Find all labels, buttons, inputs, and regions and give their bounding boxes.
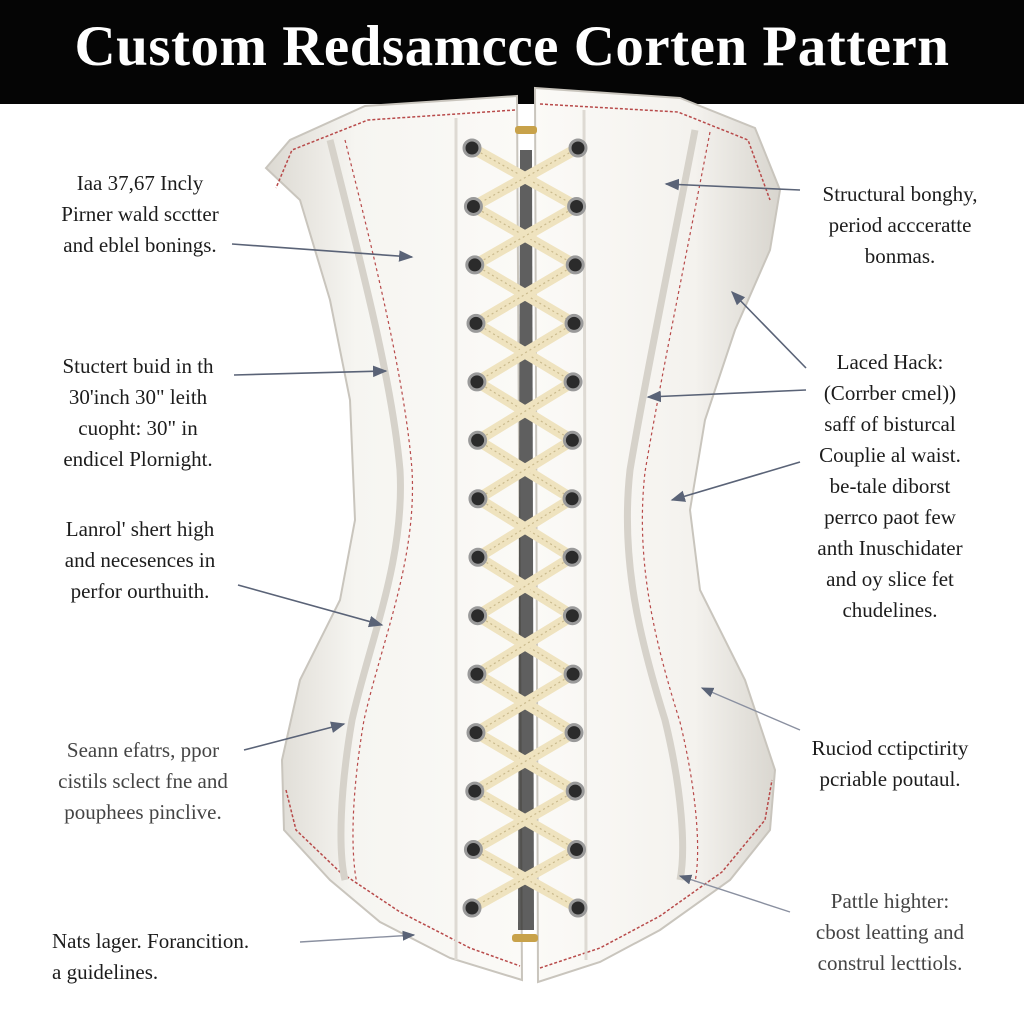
grommet bbox=[562, 430, 582, 450]
boning-seam-left bbox=[344, 139, 414, 885]
lacing-strand bbox=[467, 142, 584, 212]
arrow-hip-height bbox=[237, 584, 384, 628]
lacing-strand-texture bbox=[477, 498, 573, 558]
grommet bbox=[463, 196, 483, 216]
grommet bbox=[564, 313, 584, 333]
lacing-strand-texture bbox=[474, 732, 575, 792]
grommet-columns bbox=[462, 138, 588, 918]
page-title: Custom Redsamcce Corten Pattern bbox=[74, 15, 950, 78]
grommet bbox=[467, 664, 487, 684]
grommet bbox=[463, 840, 483, 860]
boning-channel-right-inner bbox=[582, 109, 588, 961]
aglet-top bbox=[515, 126, 537, 134]
lacing-strand-texture bbox=[477, 439, 573, 500]
callout-notes-layer: Nats lager. Forancition. a guidelines. bbox=[52, 929, 250, 984]
arrow-laced-back-top bbox=[730, 290, 807, 369]
bottom-binding-right bbox=[539, 779, 773, 969]
top-binding-right bbox=[539, 103, 771, 201]
aglet-bottom bbox=[512, 934, 538, 942]
grommet bbox=[468, 430, 488, 450]
lacing-strand bbox=[466, 844, 583, 914]
grommet bbox=[568, 898, 588, 918]
lacing-strand-texture bbox=[475, 264, 576, 324]
arrow-seam-features bbox=[243, 721, 346, 751]
grommet bbox=[564, 723, 584, 743]
grommet bbox=[466, 313, 486, 333]
grommet bbox=[563, 664, 583, 684]
lacing-strand-texture bbox=[476, 615, 573, 675]
lacing-strand-texture bbox=[477, 556, 573, 617]
lacing-strand-texture bbox=[475, 732, 576, 792]
grommet bbox=[465, 255, 485, 275]
lacing-strand bbox=[469, 200, 583, 271]
grommet bbox=[562, 489, 582, 509]
boning-channel-right-outer bbox=[623, 129, 699, 881]
arrow-laced-back-mid bbox=[646, 389, 807, 403]
grommet bbox=[567, 196, 587, 216]
grommet bbox=[567, 840, 587, 860]
arrow-waist-build bbox=[233, 365, 388, 378]
grommet bbox=[465, 781, 485, 801]
callout-seam-features: Seann efatrs, ppor cistils sclect fne an… bbox=[58, 738, 228, 824]
boning-seam-right bbox=[641, 131, 711, 883]
arrow-laced-back-waist bbox=[670, 461, 801, 502]
grommet bbox=[468, 606, 488, 626]
lacing-strand-texture bbox=[477, 381, 574, 441]
lacing-strand bbox=[467, 785, 581, 856]
grommet bbox=[467, 372, 487, 392]
callout-pattle-higher: Pattle highter: cbost leatting and const… bbox=[815, 889, 965, 975]
grommet bbox=[562, 547, 582, 567]
lacing-strand-texture bbox=[476, 322, 575, 383]
grommet bbox=[462, 138, 482, 158]
lacing-strand-texture bbox=[474, 264, 575, 324]
lacing-strand-texture bbox=[475, 673, 574, 734]
arrow-notes-layer bbox=[299, 930, 416, 943]
grommet bbox=[468, 547, 488, 567]
callout-hip-height: Lanrol' shert high and necesences in per… bbox=[64, 517, 216, 603]
grommet bbox=[462, 898, 482, 918]
callout-waist-build: Stuctert buid in th 30'inch 30" leith cu… bbox=[62, 354, 214, 471]
bottom-binding-left bbox=[285, 789, 521, 967]
grommet bbox=[565, 781, 585, 801]
corset-right-panel bbox=[533, 86, 782, 984]
lacing-cord bbox=[466, 142, 584, 914]
grommet bbox=[466, 723, 486, 743]
grommet bbox=[565, 255, 585, 275]
arrow-period-capacity bbox=[700, 687, 801, 731]
arrow-pattle-higher bbox=[678, 874, 791, 913]
title-bar bbox=[0, 0, 1024, 104]
grommet bbox=[563, 372, 583, 392]
callout-structural-boning: Structural bonghy, period accceratte bon… bbox=[822, 182, 978, 268]
grommet bbox=[568, 138, 588, 158]
arrow-bust-measure bbox=[231, 243, 414, 262]
callout-period-capacity: Ruciod cctipctirity pcriable poutaul. bbox=[811, 736, 969, 791]
grommet bbox=[468, 489, 488, 509]
callout-bust-measure: Iaa 37,67 Incly Pirner wald scctter and … bbox=[61, 171, 219, 257]
arrow-structural-boning bbox=[664, 178, 801, 191]
callout-laced-back: Laced Hack: (Corrber cmel)) saff of bist… bbox=[817, 350, 963, 622]
grommet bbox=[562, 606, 582, 626]
boning-channel-left-outer bbox=[326, 139, 404, 881]
